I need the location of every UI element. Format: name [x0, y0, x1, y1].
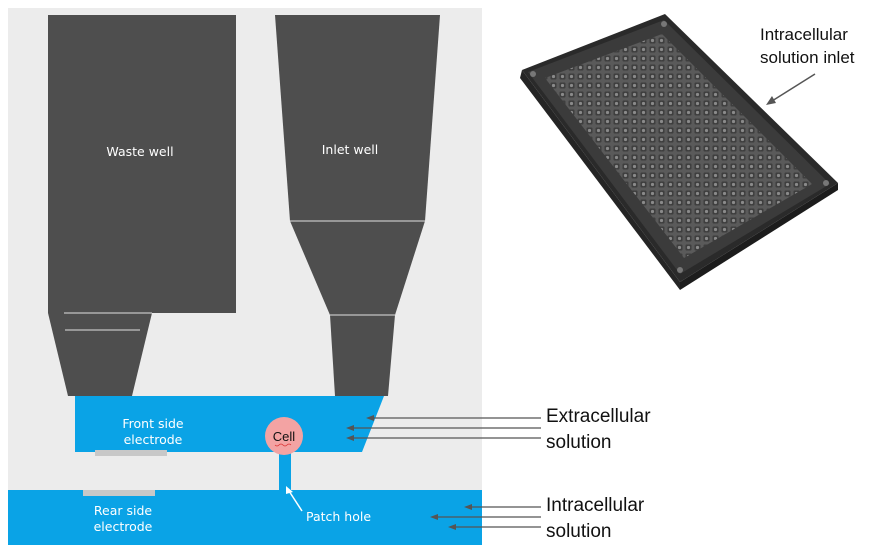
intracellular-channel: [8, 490, 482, 545]
patch-hole-label: Patch hole: [306, 509, 371, 524]
front-side-electrode: [95, 450, 167, 456]
patch-hole: [279, 452, 291, 490]
extracellular-label-line2: solution: [546, 432, 612, 453]
well-plate-image: [520, 14, 838, 290]
rear-side-electrode: [83, 490, 155, 496]
front-electrode-label-line2: electrode: [124, 432, 183, 447]
plate-label-line1: Intracellular: [760, 25, 848, 44]
intracellular-label-line1: Intracellular: [546, 495, 645, 516]
plate-arrow: [766, 73, 816, 105]
front-electrode-label-line1: Front side: [122, 416, 184, 431]
cell: Cell: [265, 417, 303, 455]
extracellular-label-line1: Extracellular: [546, 406, 651, 427]
intracellular-arrows: [430, 504, 541, 530]
waste-well-label: Waste well: [106, 144, 173, 159]
waste-well: Waste well: [48, 15, 236, 396]
plate-label-line2: solution inlet: [760, 48, 855, 67]
cell-label: Cell: [273, 429, 296, 444]
patch-hole-pointer: [286, 486, 303, 512]
inlet-well-label: Inlet well: [322, 142, 379, 157]
extracellular-channel: [75, 396, 384, 452]
rear-electrode-label-line2: electrode: [94, 519, 153, 534]
intracellular-label-line2: solution: [546, 521, 612, 542]
rear-electrode-label-line1: Rear side: [94, 503, 153, 518]
inlet-well: Inlet well: [275, 15, 440, 396]
extracellular-arrows: [346, 415, 541, 441]
